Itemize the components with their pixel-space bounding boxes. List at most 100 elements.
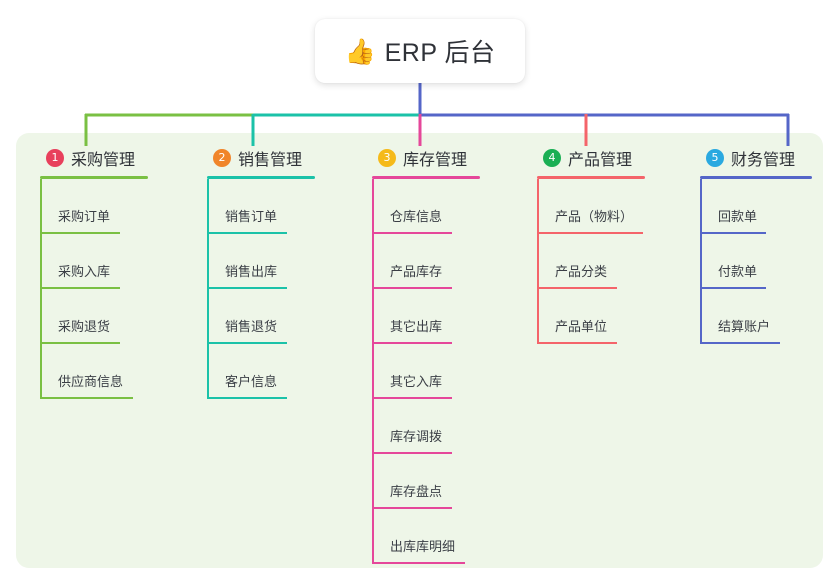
- branch-children-1: 采购订单采购入库采购退货供应商信息: [40, 179, 148, 399]
- branch-spine-4: [537, 179, 539, 344]
- leaf-label: 库存盘点: [390, 484, 443, 499]
- leaf-underline: [372, 342, 452, 344]
- leaf-underline: [40, 397, 133, 399]
- branches-background-panel: [16, 133, 823, 568]
- branch-spine-5: [700, 179, 702, 344]
- leaf-label: 产品单位: [555, 319, 608, 334]
- leaf-underline: [207, 397, 287, 399]
- leaf-label: 其它出库: [390, 319, 443, 334]
- leaf-underline: [372, 507, 452, 509]
- leaf-label: 销售出库: [225, 264, 278, 279]
- branch-children-4: 产品（物料） 产品分类产品单位: [537, 179, 645, 344]
- leaf-node[interactable]: 其它出库: [372, 289, 480, 344]
- leaf-node[interactable]: 采购入库: [40, 234, 148, 289]
- leaf-label: 出库库明细: [390, 539, 456, 554]
- leaf-underline: [700, 232, 767, 234]
- leaf-node[interactable]: 其它入库: [372, 344, 480, 399]
- leaf-label: 仓库信息: [390, 209, 443, 224]
- branch-header-4[interactable]: 4 产品管理: [537, 146, 645, 170]
- leaf-underline: [700, 287, 767, 289]
- leaf-node[interactable]: 销售退货: [207, 289, 315, 344]
- leaf-node[interactable]: 产品分类: [537, 234, 645, 289]
- branch-column-4: 4 产品管理产品（物料） 产品分类产品单位: [537, 146, 645, 344]
- leaf-underline: [372, 452, 452, 454]
- branch-underline-5: [700, 176, 812, 179]
- branch-column-3: 3 库存管理仓库信息产品库存其它出库其它入库库存调拨库存盘点出库库明细: [372, 146, 480, 564]
- leaf-label: 付款单: [718, 264, 758, 279]
- leaf-underline: [40, 287, 120, 289]
- branch-spine-3: [372, 179, 374, 564]
- branch-underline-2: [207, 176, 315, 179]
- leaf-underline: [372, 397, 452, 399]
- branch-column-5: 5 财务管理回款单付款单结算账户: [700, 146, 812, 344]
- branch-badge-1: 1: [46, 149, 64, 167]
- branch-title-5: 财务管理: [731, 152, 796, 169]
- leaf-node[interactable]: 库存调拨: [372, 399, 480, 454]
- leaf-underline: [537, 342, 617, 344]
- leaf-node[interactable]: 结算账户: [700, 289, 812, 344]
- branch-column-2: 2 销售管理销售订单销售出库销售退货客户信息: [207, 146, 315, 399]
- leaf-node[interactable]: 产品库存: [372, 234, 480, 289]
- branch-column-1: 1 采购管理采购订单采购入库采购退货供应商信息: [40, 146, 148, 399]
- leaf-node[interactable]: 回款单: [700, 179, 812, 234]
- leaf-label: 产品分类: [555, 264, 608, 279]
- branch-header-3[interactable]: 3 库存管理: [372, 146, 480, 170]
- leaf-node[interactable]: 出库库明细: [372, 509, 480, 564]
- leaf-node[interactable]: 采购退货: [40, 289, 148, 344]
- leaf-label: 产品库存: [390, 264, 443, 279]
- leaf-node[interactable]: 采购订单: [40, 179, 148, 234]
- branch-badge-3: 3: [378, 149, 396, 167]
- leaf-node[interactable]: 销售订单: [207, 179, 315, 234]
- leaf-underline: [537, 232, 644, 234]
- branch-title-1: 采购管理: [71, 152, 136, 169]
- leaf-label: 结算账户: [718, 319, 771, 334]
- leaf-label: 销售订单: [225, 209, 278, 224]
- root-node[interactable]: 👍 ERP 后台: [315, 19, 525, 83]
- leaf-underline: [537, 287, 617, 289]
- leaf-label: 采购入库: [58, 264, 111, 279]
- branch-header-5[interactable]: 5 财务管理: [700, 146, 812, 170]
- leaf-underline: [372, 562, 465, 564]
- leaf-underline: [207, 232, 287, 234]
- leaf-node[interactable]: 供应商信息: [40, 344, 148, 399]
- leaf-label: 客户信息: [225, 374, 278, 389]
- leaf-node[interactable]: 仓库信息: [372, 179, 480, 234]
- leaf-label: 供应商信息: [58, 374, 124, 389]
- root-title: ERP 后台: [384, 39, 496, 67]
- branch-title-4: 产品管理: [568, 152, 633, 169]
- branch-badge-5: 5: [706, 149, 724, 167]
- leaf-underline: [372, 232, 452, 234]
- leaf-underline: [372, 287, 452, 289]
- branch-badge-2: 2: [213, 149, 231, 167]
- branch-title-2: 销售管理: [238, 152, 303, 169]
- leaf-underline: [40, 232, 120, 234]
- branch-badge-4: 4: [543, 149, 561, 167]
- leaf-node[interactable]: 客户信息: [207, 344, 315, 399]
- leaf-underline: [700, 342, 780, 344]
- branch-children-2: 销售订单销售出库销售退货客户信息: [207, 179, 315, 399]
- leaf-label: 采购订单: [58, 209, 111, 224]
- leaf-node[interactable]: 产品单位: [537, 289, 645, 344]
- leaf-node[interactable]: 产品（物料）: [537, 179, 645, 234]
- thumbs-up-icon: 👍: [344, 37, 376, 66]
- leaf-label: 库存调拨: [390, 429, 443, 444]
- leaf-label: 销售退货: [225, 319, 278, 334]
- leaf-node[interactable]: 付款单: [700, 234, 812, 289]
- leaf-label: 采购退货: [58, 319, 111, 334]
- leaf-label: 其它入库: [390, 374, 443, 389]
- leaf-underline: [207, 342, 287, 344]
- branch-title-3: 库存管理: [403, 152, 468, 169]
- branch-underline-4: [537, 176, 645, 179]
- leaf-underline: [40, 342, 120, 344]
- leaf-underline: [207, 287, 287, 289]
- leaf-label: 产品（物料）: [555, 209, 634, 224]
- branch-header-1[interactable]: 1 采购管理: [40, 146, 148, 170]
- branch-spine-2: [207, 179, 209, 399]
- branch-underline-1: [40, 176, 148, 179]
- leaf-node[interactable]: 销售出库: [207, 234, 315, 289]
- branch-header-2[interactable]: 2 销售管理: [207, 146, 315, 170]
- branch-children-5: 回款单付款单结算账户: [700, 179, 812, 344]
- branch-children-3: 仓库信息产品库存其它出库其它入库库存调拨库存盘点出库库明细: [372, 179, 480, 564]
- leaf-node[interactable]: 库存盘点: [372, 454, 480, 509]
